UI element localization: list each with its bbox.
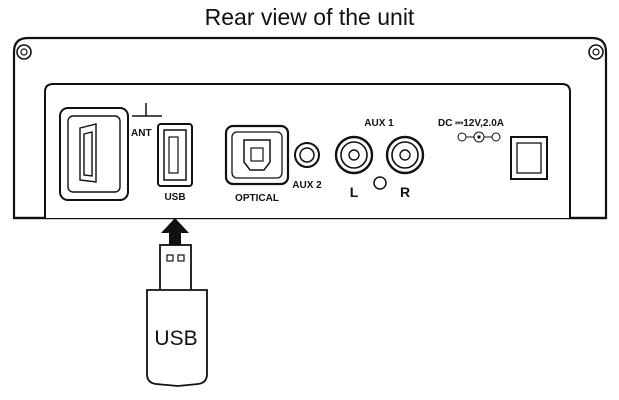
usb-stick-icon [146, 244, 208, 387]
screw-right-icon [588, 44, 604, 60]
aux2-jack-icon [294, 142, 320, 168]
aux1-left-jack-icon [334, 135, 374, 175]
antenna-connector-icon [59, 107, 129, 201]
dc-jack-icon [510, 136, 548, 180]
usb-port-label: USB [164, 192, 185, 203]
usb-port-icon [157, 123, 193, 187]
insert-arrow-icon [161, 218, 189, 246]
usb-stick-label: USB [154, 327, 197, 350]
ant-label: ANT [131, 128, 152, 139]
aux1-right-label: R [400, 184, 410, 200]
aux1-left-label: L [350, 184, 359, 200]
polarity-symbol-icon [457, 131, 501, 143]
aux2-label: AUX 2 [292, 180, 322, 191]
optical-label: OPTICAL [235, 193, 279, 204]
optical-port-icon [224, 124, 290, 186]
antenna-symbol-icon [132, 103, 162, 117]
screw-left-icon [16, 44, 32, 60]
aux1-right-jack-icon [385, 135, 425, 175]
dc-rating-label: DC ⎓12V,2.0A [438, 118, 504, 129]
aux1-label: AUX 1 [364, 118, 394, 129]
diagram-title: Rear view of the unit [204, 4, 415, 30]
led-indicator-icon [373, 176, 387, 190]
